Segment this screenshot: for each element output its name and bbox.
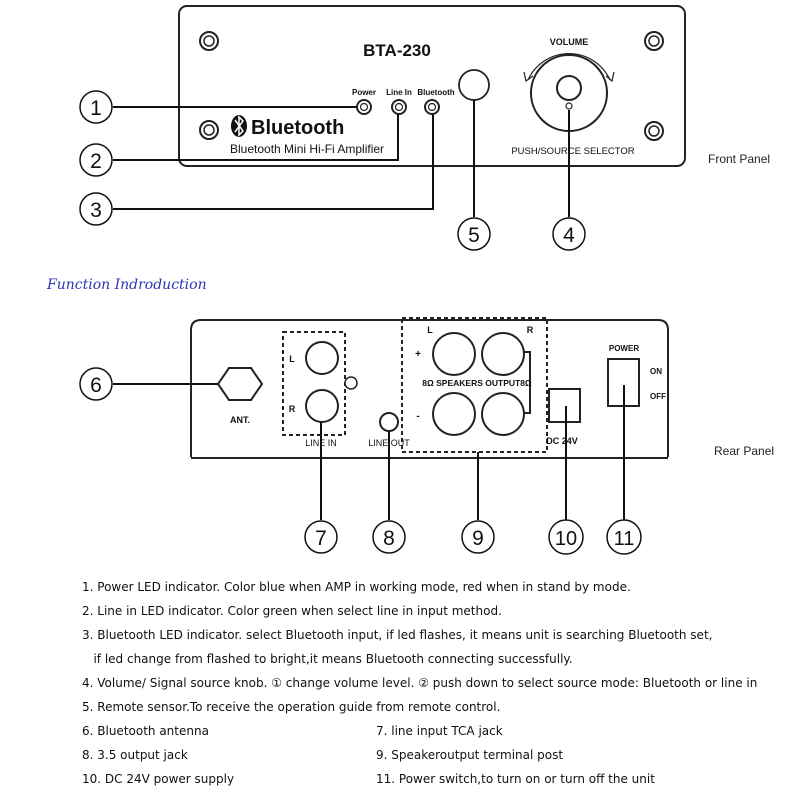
line-out-jack	[379, 412, 399, 432]
svg-text:6: 6	[90, 374, 102, 397]
speaker-label: 8Ω SPEAKERS OUTPUT8Ω	[422, 378, 532, 388]
svg-text:5: 5	[468, 224, 480, 247]
remote-sensor-rear	[344, 376, 358, 390]
section-title: Function Indroduction	[47, 277, 207, 293]
note-11: 11. Power switch,to turn on or turn off …	[376, 772, 655, 786]
off-label: OFF	[650, 392, 666, 401]
callout-2: 2	[79, 114, 399, 177]
note-5: 5. Remote sensor.To receive the operatio…	[82, 700, 501, 714]
note-2: 2. Line in LED indicator. Color green wh…	[82, 604, 502, 618]
bluetooth-icon	[231, 115, 247, 137]
svg-text:8: 8	[383, 527, 395, 550]
callout-3: 3	[79, 114, 434, 226]
note-10: 10. DC 24V power supply	[82, 772, 235, 786]
line-in-l-jack	[305, 341, 339, 375]
rear-panel-caption: Rear Panel	[714, 444, 775, 458]
note-3-cont: if led change from flashed to bright,it …	[82, 652, 573, 666]
screw-icon	[199, 31, 219, 51]
svg-text:R: R	[527, 325, 534, 335]
note-8: 8. 3.5 output jack	[82, 748, 188, 762]
speaker-terminal	[432, 392, 476, 436]
svg-text:+: +	[415, 349, 421, 360]
callout-11: 11	[606, 385, 642, 555]
line-in-r-jack	[305, 389, 339, 423]
brand-label: Bluetooth	[251, 117, 344, 139]
callout-6: 6	[79, 367, 218, 401]
speaker-terminal	[432, 332, 476, 376]
on-label: ON	[650, 367, 662, 376]
front-panel-caption: Front Panel	[708, 152, 771, 166]
speaker-block	[401, 317, 548, 453]
rear-panel-body	[190, 319, 669, 457]
callout-9: 9	[461, 452, 495, 554]
svg-text:L: L	[289, 354, 295, 364]
svg-text:11: 11	[614, 528, 635, 550]
svg-text:1: 1	[90, 97, 102, 120]
note-6: 6. Bluetooth antenna	[82, 724, 209, 738]
led-label-bluetooth: Bluetooth	[417, 88, 454, 97]
callout-5: 5	[457, 100, 491, 251]
callout-1: 1	[79, 90, 357, 124]
note-9: 9. Speakeroutput terminal post	[376, 748, 564, 762]
dc-label: DC 24V	[546, 436, 578, 446]
power-switch-label: POWER	[609, 344, 639, 353]
dc-jack	[548, 388, 581, 423]
note-3: 3. Bluetooth LED indicator. select Bluet…	[82, 628, 713, 642]
speaker-terminal	[481, 392, 525, 436]
amplifier-diagram: BTA-230 Power Line In Bluetooth Bluetoot…	[79, 5, 686, 555]
volume-label: VOLUME	[550, 37, 589, 47]
callout-10: 10	[548, 406, 584, 555]
svg-text:R: R	[289, 404, 296, 414]
model-label: BTA-230	[363, 41, 431, 60]
ant-label: ANT.	[230, 415, 250, 425]
antenna-connector	[216, 367, 264, 401]
callout-4: 4	[552, 110, 586, 251]
callout-8: 8	[372, 431, 406, 554]
svg-text:3: 3	[90, 199, 102, 222]
note-4: 4. Volume/ Signal source knob. ① change …	[82, 676, 758, 690]
svg-text:2: 2	[90, 150, 102, 173]
speaker-terminal	[481, 332, 525, 376]
svg-text:-: -	[416, 411, 419, 422]
screw-icon	[644, 31, 664, 51]
selector-label: PUSH/SOURCE SELECTOR	[511, 146, 634, 157]
led-label-linein: Line In	[386, 88, 412, 97]
note-7: 7. line input TCA jack	[376, 724, 503, 738]
svg-text:4: 4	[563, 224, 575, 247]
subtitle-label: Bluetooth Mini Hi-Fi Amplifier	[230, 142, 384, 156]
led-label-power: Power	[352, 88, 376, 97]
screw-icon	[199, 120, 219, 140]
svg-text:10: 10	[555, 528, 577, 550]
svg-text:7: 7	[315, 527, 327, 550]
screw-icon	[644, 121, 664, 141]
svg-text:L: L	[427, 325, 433, 335]
note-1: 1. Power LED indicator. Color blue when …	[82, 580, 631, 594]
svg-text:9: 9	[472, 527, 484, 550]
callout-7: 7	[304, 422, 338, 554]
